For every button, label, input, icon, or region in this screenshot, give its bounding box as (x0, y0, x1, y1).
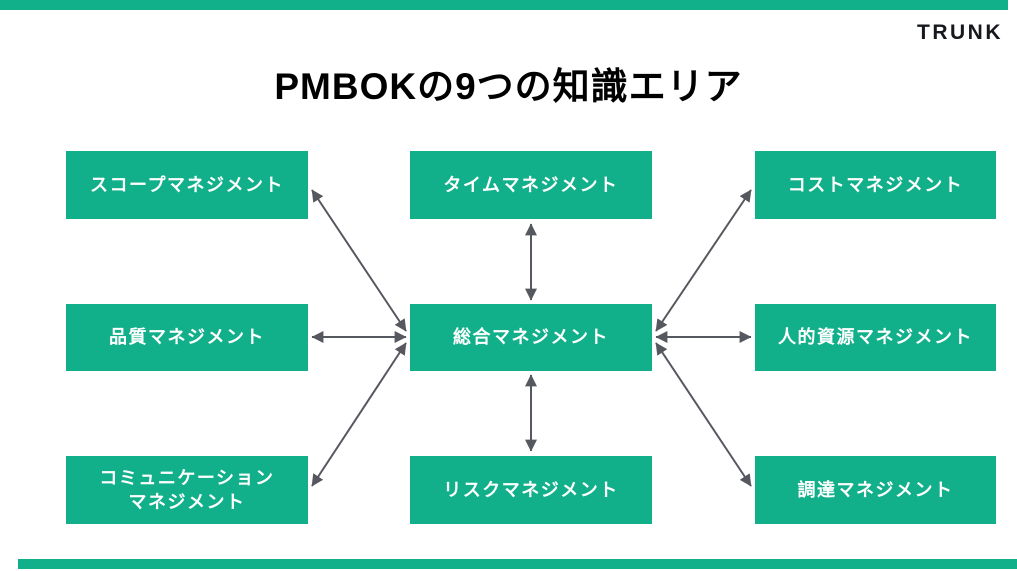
node-quality-management: 品質マネジメント (66, 304, 308, 371)
arrow-center-proc (655, 342, 752, 487)
node-scope-management: スコープマネジメント (66, 151, 308, 219)
bottom-accent-bar (18, 559, 1017, 569)
node-cost-management: コストマネジメント (755, 151, 996, 219)
arrow-center-scope (311, 189, 407, 332)
page-title: PMBOKの9つの知識エリア (274, 66, 743, 107)
node-communication-management: コミュニケーション マネジメント (66, 456, 308, 524)
arrow-center-comm (311, 342, 407, 487)
node-risk-management: リスクマネジメント (410, 456, 652, 524)
arrow-center-cost (655, 189, 752, 332)
node-procurement-management: 調達マネジメント (755, 456, 996, 524)
node-integration-management: 総合マネジメント (410, 304, 652, 371)
top-accent-bar (0, 0, 1008, 10)
brand-logo: TRUNK (917, 21, 1003, 44)
node-human-resource-management: 人的資源マネジメント (755, 304, 996, 371)
node-time-management: タイムマネジメント (410, 151, 652, 219)
